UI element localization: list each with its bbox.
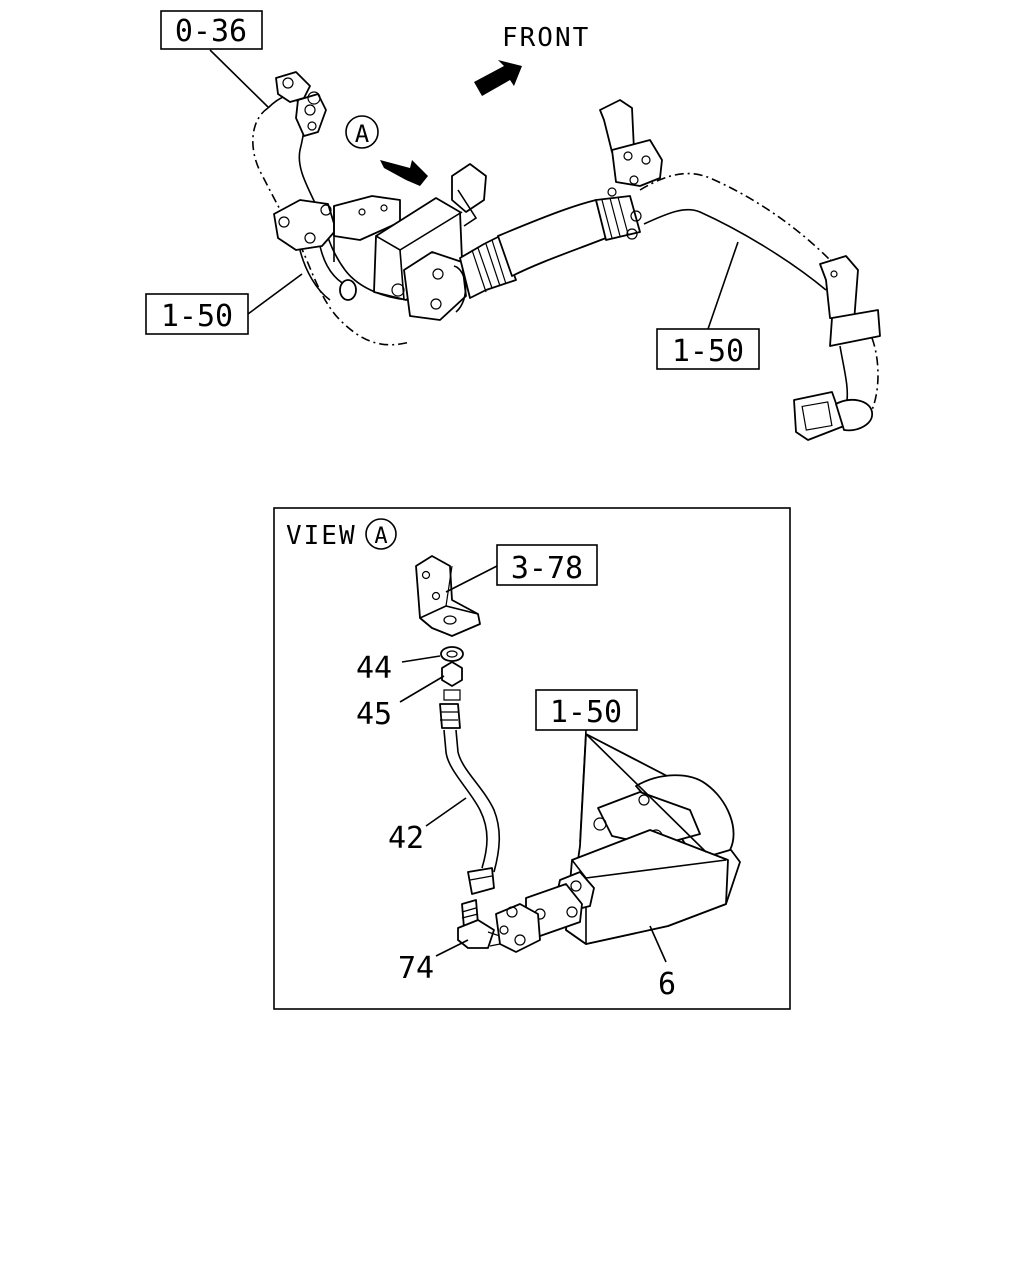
mount-bracket — [333, 195, 401, 262]
inset-view-a-marker: A — [365, 518, 397, 550]
egr-cooler-inset — [495, 733, 741, 953]
view-direction-arrow-icon — [380, 160, 428, 186]
right-egr-pipe — [599, 99, 881, 441]
svg-text:A: A — [355, 120, 370, 148]
svg-text:1-50: 1-50 — [161, 299, 233, 334]
view-a-inset: VIEW A 3-78 44 4 — [273, 507, 791, 1010]
union-part — [457, 899, 501, 949]
label-44: 44 — [356, 651, 392, 686]
callout-1-50-left: 1-50 — [145, 273, 303, 335]
callout-1-50-inset: 1-50 — [535, 689, 707, 853]
label-74: 74 — [398, 951, 434, 986]
left-egr-pipe — [252, 71, 416, 346]
nut-part — [441, 661, 463, 701]
inset-frame — [273, 507, 791, 1010]
label-6: 6 — [658, 967, 676, 1002]
view-a-marker: A — [345, 115, 379, 149]
front-arrow-icon — [474, 60, 522, 96]
label-45: 45 — [356, 697, 392, 732]
washer-part — [440, 646, 464, 662]
svg-text:0-36: 0-36 — [175, 14, 247, 49]
inset-title: VIEW — [286, 521, 357, 551]
pipe-part — [439, 703, 501, 895]
svg-text:A: A — [374, 524, 387, 549]
svg-text:1-50: 1-50 — [672, 334, 744, 369]
callout-1-50-right: 1-50 — [656, 241, 760, 370]
callout-0-36: 0-36 — [160, 10, 269, 108]
bracket-part — [415, 555, 481, 637]
flex-hose — [459, 195, 642, 299]
egr-cooler-upper — [373, 163, 487, 321]
svg-text:3-78: 3-78 — [511, 551, 583, 586]
label-42: 42 — [388, 821, 424, 856]
upper-assembly: FRONT A 0-36 — [145, 10, 881, 441]
callout-3-78: 3-78 — [445, 544, 598, 593]
svg-text:1-50: 1-50 — [550, 695, 622, 730]
front-direction-label: FRONT — [502, 23, 590, 53]
